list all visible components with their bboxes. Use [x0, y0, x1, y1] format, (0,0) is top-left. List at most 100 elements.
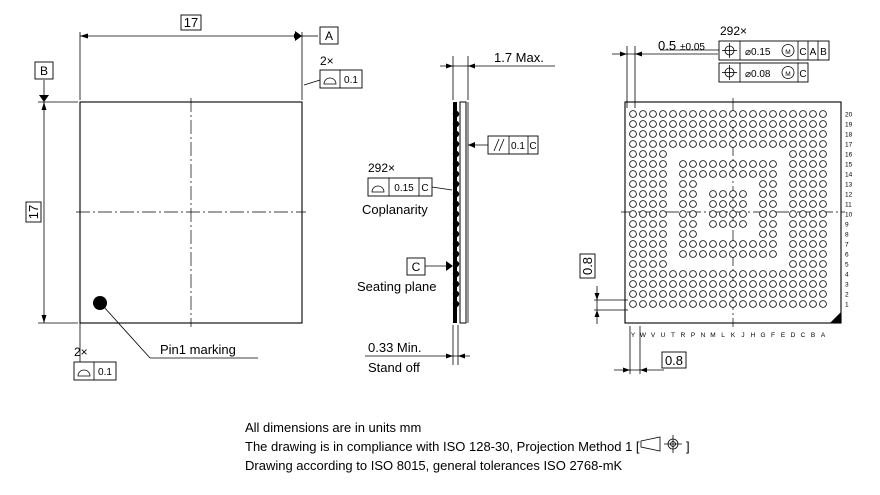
solder-ball: [729, 110, 737, 118]
solder-ball: [799, 200, 807, 208]
row-label: 10: [845, 212, 853, 219]
solder-ball: [819, 130, 827, 138]
solder-ball: [769, 240, 777, 248]
coplanarity-value: 0.15: [394, 183, 414, 194]
solder-ball: [679, 170, 687, 178]
solder-ball: [739, 220, 747, 228]
solder-ball: [809, 120, 817, 128]
solder-ball: [789, 150, 797, 158]
solder-ball: [789, 300, 797, 308]
parallel-datum: C: [529, 141, 536, 152]
max-height-text: 1.7 Max.: [494, 50, 544, 65]
solder-ball: [759, 140, 767, 148]
solder-ball: [659, 270, 667, 278]
solder-ball: [759, 280, 767, 288]
solder-ball: [799, 160, 807, 168]
solder-ball: [709, 250, 717, 258]
solder-ball: [809, 230, 817, 238]
solder-ball: [759, 210, 767, 218]
solder-ball: [629, 140, 637, 148]
solder-ball: [689, 240, 697, 248]
solder-ball: [679, 120, 687, 128]
solder-ball: [719, 210, 727, 218]
solder-ball: [659, 170, 667, 178]
solder-ball: [649, 190, 657, 198]
row-label: 16: [845, 152, 853, 159]
solder-ball: [739, 210, 747, 218]
column-label: F: [771, 332, 775, 339]
solder-ball: [649, 210, 657, 218]
solder-ball: [819, 280, 827, 288]
solder-ball: [819, 260, 827, 268]
solder-ball: [649, 260, 657, 268]
solder-ball: [639, 300, 647, 308]
solder-ball: [789, 280, 797, 288]
solder-ball: [779, 140, 787, 148]
solder-ball: [699, 240, 707, 248]
solder-ball: [759, 130, 767, 138]
solder-ball: [809, 190, 817, 198]
solder-ball: [689, 120, 697, 128]
solder-ball: [659, 180, 667, 188]
solder-ball: [769, 180, 777, 188]
datum-b-text: B: [40, 64, 48, 78]
position-icon: [722, 43, 737, 58]
solder-ball: [809, 220, 817, 228]
row-label: 20: [845, 112, 853, 119]
solder-ball: [809, 170, 817, 178]
coplanarity-datum: C: [421, 183, 428, 194]
solder-ball: [689, 130, 697, 138]
standoff-label: Stand off: [368, 360, 420, 375]
row-label: 8: [845, 232, 849, 239]
top-view: 17 A 2× 0.1 17 B 2× 0.1 Pin: [25, 14, 363, 381]
solder-ball: [809, 240, 817, 248]
datum-a-triangle: [295, 31, 302, 41]
solder-ball: [789, 120, 797, 128]
solder-ball: [709, 130, 717, 138]
position-icon: [722, 65, 737, 80]
pin1-dot: [93, 296, 107, 310]
solder-ball: [739, 270, 747, 278]
solder-ball: [759, 270, 767, 278]
pitch-horizontal: 0.8: [665, 353, 683, 368]
solder-ball: [819, 170, 827, 178]
solder-ball: [799, 240, 807, 248]
solder-ball: [819, 250, 827, 258]
solder-ball: [789, 250, 797, 258]
solder-ball: [729, 200, 737, 208]
row-label: 2: [845, 292, 849, 299]
pos-tol-2-mod: M: [785, 71, 790, 78]
profile-surface-icon: [323, 77, 337, 85]
solder-ball: [739, 130, 747, 138]
solder-ball: [659, 150, 667, 158]
solder-ball: [629, 300, 637, 308]
position-frame-1: [718, 40, 830, 61]
solder-ball: [809, 290, 817, 298]
solder-ball: [809, 140, 817, 148]
solder-ball: [659, 210, 667, 218]
datum-a-text: A: [325, 29, 333, 43]
solder-ball: [689, 300, 697, 308]
pos-tol-1-datum-1: C: [799, 47, 806, 58]
solder-ball: [749, 110, 757, 118]
solder-ball: [759, 240, 767, 248]
solder-ball: [769, 110, 777, 118]
solder-ball: [629, 230, 637, 238]
solder-ball: [759, 290, 767, 298]
column-label: B: [811, 332, 815, 339]
solder-ball: [679, 270, 687, 278]
flatness-top-count: 2×: [320, 54, 334, 68]
position-frame-2: [718, 62, 809, 83]
solder-ball: [739, 140, 747, 148]
solder-ball: [639, 120, 647, 128]
pos-tol-2: ⌀0.08: [745, 69, 771, 80]
solder-ball: [739, 110, 747, 118]
pos-tol-1-mod: M: [785, 49, 790, 56]
solder-ball: [669, 130, 677, 138]
solder-ball: [769, 120, 777, 128]
parallel-value: 0.1: [511, 141, 525, 152]
solder-ball: [679, 280, 687, 288]
solder-ball: [819, 180, 827, 188]
